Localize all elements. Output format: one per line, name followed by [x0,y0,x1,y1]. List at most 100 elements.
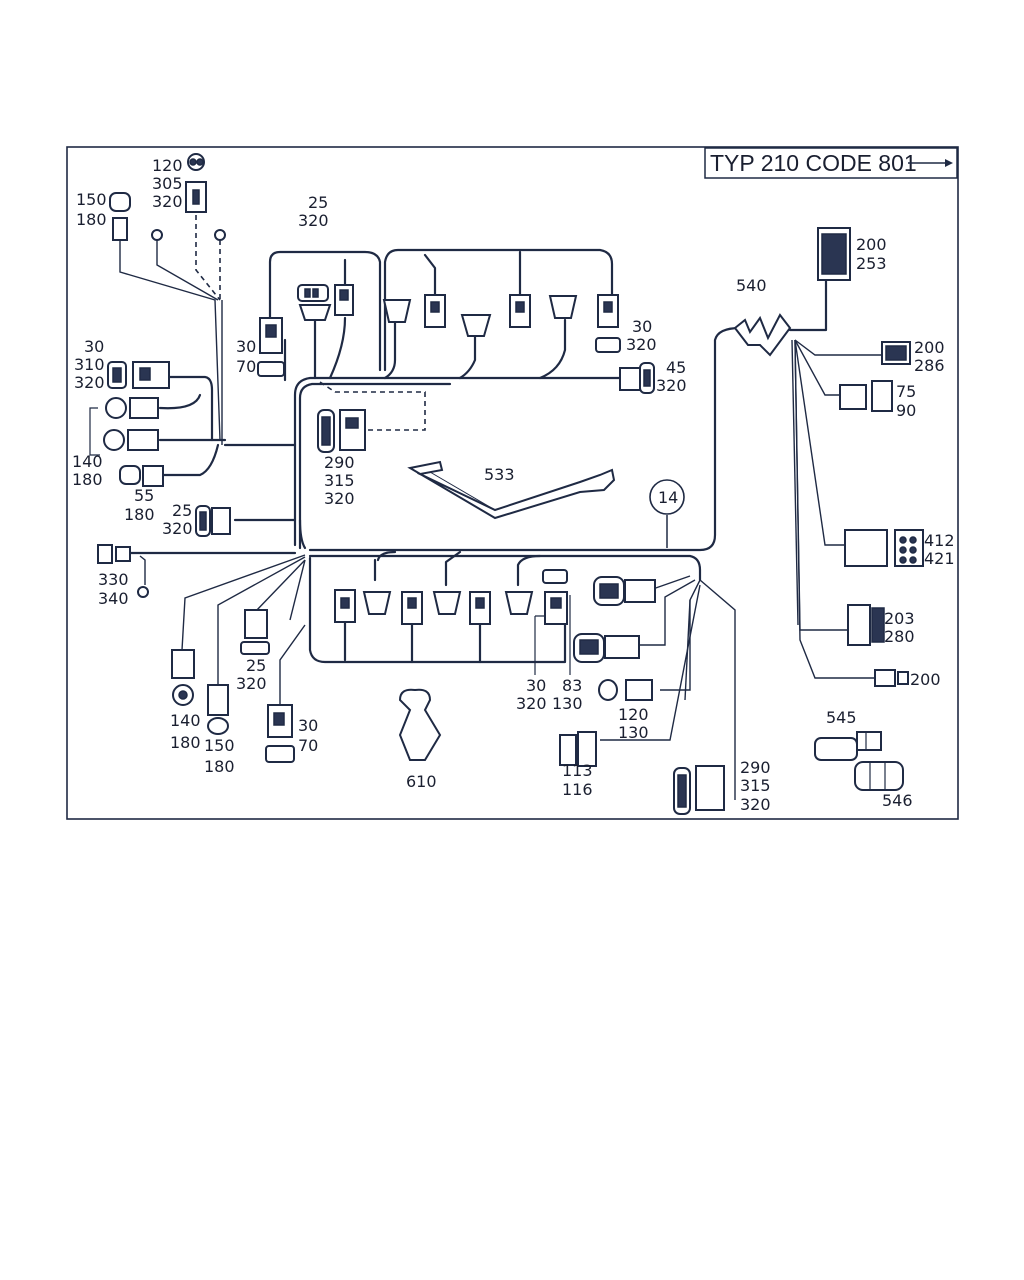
sensor-connectors-right [573,576,656,663]
label: 150 [204,736,235,755]
connector-row-bottom [334,569,568,625]
label: 421 [924,549,955,568]
connector-120-top [185,153,207,213]
label: 305 [152,174,183,193]
callout-14 [649,479,685,515]
label: 200 [914,338,945,357]
label: 14 [658,488,678,507]
connector-55 [119,465,164,487]
label: 30 [236,337,256,356]
label: 70 [236,357,256,376]
label: 116 [562,780,593,799]
connector-30-310-left [107,361,170,389]
label: 113 [562,761,593,780]
label: 25 [172,501,192,520]
label: 130 [618,723,649,742]
label: 320 [162,519,193,538]
label: 320 [152,192,183,211]
connector-200-286 [881,341,911,365]
connector-200-253 [817,227,851,281]
connector-25-bottom [240,609,270,655]
label: 315 [740,776,771,795]
label: 130 [552,694,583,713]
label: 203 [884,609,915,628]
connector-150-bottom-left [207,684,229,735]
label: 83 [562,676,582,695]
connector-120-bottom [598,679,653,701]
label: 45 [666,358,686,377]
fitting-546 [854,761,904,791]
label: 25 [246,656,266,675]
label: 545 [826,708,857,727]
label: 180 [76,210,107,229]
label: 140 [170,711,201,730]
connector-290-bottom [673,765,725,815]
connector-140-bottom-left [171,649,195,706]
label: 30 [632,317,652,336]
connector-290-mid [317,409,366,453]
label: 30 [84,337,104,356]
label: 546 [882,791,913,810]
label: 320 [236,674,267,693]
label: 253 [856,254,887,273]
connector-25-left [195,505,231,537]
label: 180 [204,757,235,776]
label: 90 [896,401,916,420]
label: 310 [74,355,105,374]
label: 320 [324,489,355,508]
label: 180 [170,733,201,752]
label: 55 [134,486,154,505]
connector-25-top [297,284,354,321]
label: 540 [736,276,767,295]
main-harness-wires [119,215,885,800]
grommet-540 [733,313,792,357]
label: 340 [98,589,129,608]
bracket-533 [407,460,616,520]
label: 120 [152,156,183,175]
label: 180 [72,470,103,489]
label: 30 [526,676,546,695]
label: 320 [626,335,657,354]
clip-610 [398,688,442,761]
label: 140 [72,452,103,471]
label: 120 [618,705,649,724]
connector-113 [559,731,597,767]
label: 330 [98,570,129,589]
label: 320 [516,694,547,713]
connector-203 [847,604,885,646]
connector-200-small [874,669,909,687]
connector-150-top [109,192,131,241]
label: 320 [656,376,687,395]
relay-75 [839,380,893,412]
label: 290 [740,758,771,777]
label: 412 [924,531,955,550]
label: 315 [324,471,355,490]
label: 180 [124,505,155,524]
label: 25 [308,193,328,212]
label: 150 [76,190,107,209]
label: 320 [298,211,329,230]
connector-30-left [257,317,285,377]
label: 290 [324,453,355,472]
label: 75 [896,382,916,401]
title-box: TYP 210 CODE 801 [704,147,958,179]
label: 286 [914,356,945,375]
arrow-right-icon [945,159,953,167]
label: 320 [74,373,105,392]
label: 610 [406,772,437,791]
connector-140-left [89,397,159,456]
connector-330 [97,544,149,598]
label: 280 [884,627,915,646]
ring-terminals-top [151,229,226,241]
label: 70 [298,736,318,755]
label: 30 [298,716,318,735]
connector-row-top [382,294,621,353]
title-text: TYP 210 CODE 801 [710,150,917,176]
label: 200 [910,670,941,689]
connector-45 [619,362,655,394]
diagram-frame [66,146,959,820]
part-number-labels: 120 305 320 150 180 25 320 30 70 30 320 … [72,156,955,814]
connector-30-bottom [265,704,295,763]
label: 200 [856,235,887,254]
